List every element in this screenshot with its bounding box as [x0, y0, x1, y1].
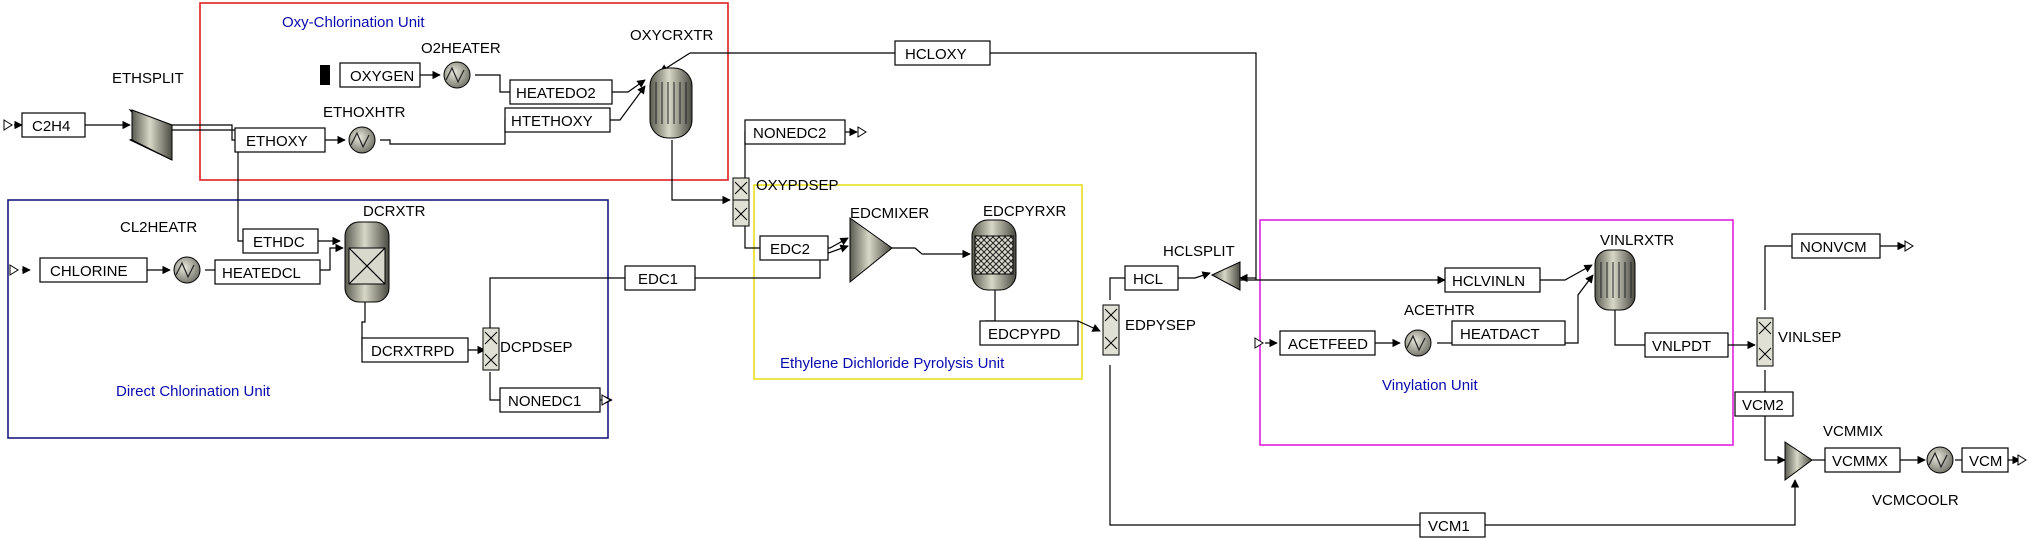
- stream-tags: C2H4 OXYGEN HEATEDO2 HTETHOXY ETHOXY HCL…: [21, 40, 2009, 538]
- dcrxtr-label: DCRXTR: [363, 203, 426, 220]
- vinylation-unit-label: Vinylation Unit: [1382, 377, 1478, 394]
- stream-ethdc[interactable]: ETHDC: [242, 228, 319, 254]
- vinlrxtr-block[interactable]: VINLRXTR: [1594, 232, 1674, 311]
- svg-text:NONEDC2: NONEDC2: [753, 125, 826, 142]
- svg-text:HEATEDCL: HEATEDCL: [222, 265, 301, 282]
- stream-ethoxy[interactable]: ETHOXY: [234, 127, 326, 153]
- cl2heatr-label: CL2HEATR: [120, 219, 197, 236]
- ethsplit-label: ETHSPLIT: [112, 70, 184, 87]
- edcmixer-label: EDCMIXER: [850, 205, 929, 222]
- vinlrxtr-label: VINLRXTR: [1600, 232, 1674, 249]
- oxypdsep-block[interactable]: OXYPDSEP: [732, 177, 839, 227]
- stream-lines: [14, 52, 2021, 526]
- stream-oxygen[interactable]: OXYGEN: [320, 62, 421, 88]
- o2heater-block[interactable]: O2HEATER: [421, 40, 501, 89]
- edc-pyrolysis-unit-label: Ethylene Dichloride Pyrolysis Unit: [780, 355, 1005, 372]
- direct-chlorination-unit: Direct Chlorination Unit: [7, 199, 609, 439]
- stream-htethoxy[interactable]: HTETHOXY: [504, 107, 611, 133]
- port-markers: [3, 119, 2027, 466]
- ethoxhtr-block[interactable]: ETHOXHTR: [323, 104, 406, 154]
- svg-text:ETHDC: ETHDC: [253, 234, 305, 251]
- svg-text:NONEDC1: NONEDC1: [508, 393, 581, 410]
- edc-pyrolysis-unit: Ethylene Dichloride Pyrolysis Unit: [753, 184, 1083, 380]
- ethsplit-block[interactable]: ETHSPLIT: [112, 70, 184, 161]
- svg-text:HCLVINLN: HCLVINLN: [1452, 273, 1525, 290]
- svg-text:VCM2: VCM2: [1742, 397, 1784, 414]
- vcmmix-label: VCMMIX: [1823, 423, 1883, 440]
- svg-text:EDC2: EDC2: [770, 241, 810, 258]
- svg-text:VCMMX: VCMMX: [1832, 453, 1888, 470]
- dcrxtr-block[interactable]: DCRXTR: [344, 203, 426, 303]
- stream-nonedc1[interactable]: NONEDC1: [499, 387, 601, 413]
- stream-hclvinln[interactable]: HCLVINLN: [1444, 267, 1541, 293]
- svg-text:EDC1: EDC1: [638, 271, 678, 288]
- hclsplit-label: HCLSPLIT: [1163, 243, 1235, 260]
- svg-text:HCLOXY: HCLOXY: [905, 46, 967, 63]
- vcmcoolr-block[interactable]: VCMCOOLR: [1872, 446, 1959, 509]
- svg-text:VNLPDT: VNLPDT: [1652, 338, 1711, 355]
- svg-text:HTETHOXY: HTETHOXY: [511, 113, 593, 130]
- svg-text:CHLORINE: CHLORINE: [50, 263, 128, 280]
- hclsplit-block[interactable]: HCLSPLIT: [1163, 243, 1241, 291]
- stream-chlorine[interactable]: CHLORINE: [39, 257, 148, 283]
- svg-text:HEATDACT: HEATDACT: [1460, 326, 1540, 343]
- stream-acetfeed[interactable]: ACETFEED: [1279, 330, 1376, 356]
- svg-text:OXYGEN: OXYGEN: [350, 68, 414, 85]
- cl2heatr-block[interactable]: CL2HEATR: [120, 219, 201, 284]
- vcmmix-block[interactable]: VCMMIX: [1784, 423, 1883, 481]
- stream-c2h4[interactable]: C2H4: [21, 112, 86, 138]
- vcmcoolr-label: VCMCOOLR: [1872, 492, 1959, 509]
- stream-heatedcl[interactable]: HEATEDCL: [214, 259, 321, 285]
- svg-text:VCM: VCM: [1969, 453, 2002, 470]
- vinlsep-block[interactable]: VINLSEP: [1756, 317, 1841, 367]
- acethtr-block[interactable]: ACETHTR: [1404, 302, 1475, 357]
- ethoxhtr-label: ETHOXHTR: [323, 104, 406, 121]
- stream-hcloxy[interactable]: HCLOXY: [894, 40, 991, 66]
- edcpyrxr-label: EDCPYRXR: [983, 203, 1067, 220]
- acethtr-label: ACETHTR: [1404, 302, 1475, 319]
- edpysep-block[interactable]: EDPYSEP: [1102, 304, 1196, 356]
- stream-heatdact[interactable]: HEATDACT: [1451, 320, 1566, 346]
- o2heater-label: O2HEATER: [421, 40, 501, 57]
- stream-heatedo2[interactable]: HEATEDO2: [509, 79, 613, 105]
- svg-text:NONVCM: NONVCM: [1800, 239, 1867, 256]
- direct-chlorination-unit-label: Direct Chlorination Unit: [116, 383, 271, 400]
- stream-dcrxtrpd[interactable]: DCRXTRPD: [361, 337, 469, 363]
- svg-text:HEATEDO2: HEATEDO2: [516, 85, 596, 102]
- stream-vcm2[interactable]: VCM2: [1734, 391, 1794, 417]
- stream-nonedc2[interactable]: NONEDC2: [744, 119, 846, 145]
- svg-text:C2H4: C2H4: [32, 118, 70, 135]
- edcpyrxr-block[interactable]: EDCPYRXR: [971, 203, 1067, 291]
- stream-edc1[interactable]: EDC1: [624, 265, 696, 291]
- oxy-chlorination-unit: Oxy-Chlorination Unit: [199, 2, 729, 181]
- stream-nonvcm[interactable]: NONVCM: [1791, 233, 1881, 259]
- dcpdsep-label: DCPDSEP: [500, 339, 573, 356]
- stream-edc2[interactable]: EDC2: [759, 235, 829, 261]
- oxycrxtr-label: OXYCRXTR: [630, 27, 714, 44]
- svg-text:ACETFEED: ACETFEED: [1288, 336, 1368, 353]
- svg-text:DCRXTRPD: DCRXTRPD: [371, 343, 455, 360]
- stream-hcl[interactable]: HCL: [1124, 265, 1179, 291]
- vinylation-unit: Vinylation Unit: [1259, 219, 1734, 446]
- oxy-chlorination-unit-label: Oxy-Chlorination Unit: [282, 14, 425, 31]
- edcmixer-block[interactable]: EDCMIXER: [849, 205, 929, 284]
- oxycrxtr-block[interactable]: OXYCRXTR: [630, 27, 714, 139]
- svg-text:EDCPYPD: EDCPYPD: [988, 326, 1061, 343]
- dcpdsep-block[interactable]: DCPDSEP: [482, 327, 573, 371]
- svg-text:VCM1: VCM1: [1428, 518, 1470, 535]
- stream-vcm1[interactable]: VCM1: [1419, 512, 1486, 538]
- svg-text:ETHOXY: ETHOXY: [246, 133, 308, 150]
- vinlsep-label: VINLSEP: [1778, 329, 1841, 346]
- stream-edcpypd[interactable]: EDCPYPD: [979, 320, 1079, 346]
- edpysep-label: EDPYSEP: [1125, 317, 1196, 334]
- stream-vcm[interactable]: VCM: [1961, 447, 2009, 473]
- stream-vcmmx[interactable]: VCMMX: [1824, 447, 1901, 473]
- svg-text:HCL: HCL: [1133, 271, 1163, 288]
- oxypdsep-label: OXYPDSEP: [756, 177, 839, 194]
- stream-vnlpdt[interactable]: VNLPDT: [1644, 332, 1729, 358]
